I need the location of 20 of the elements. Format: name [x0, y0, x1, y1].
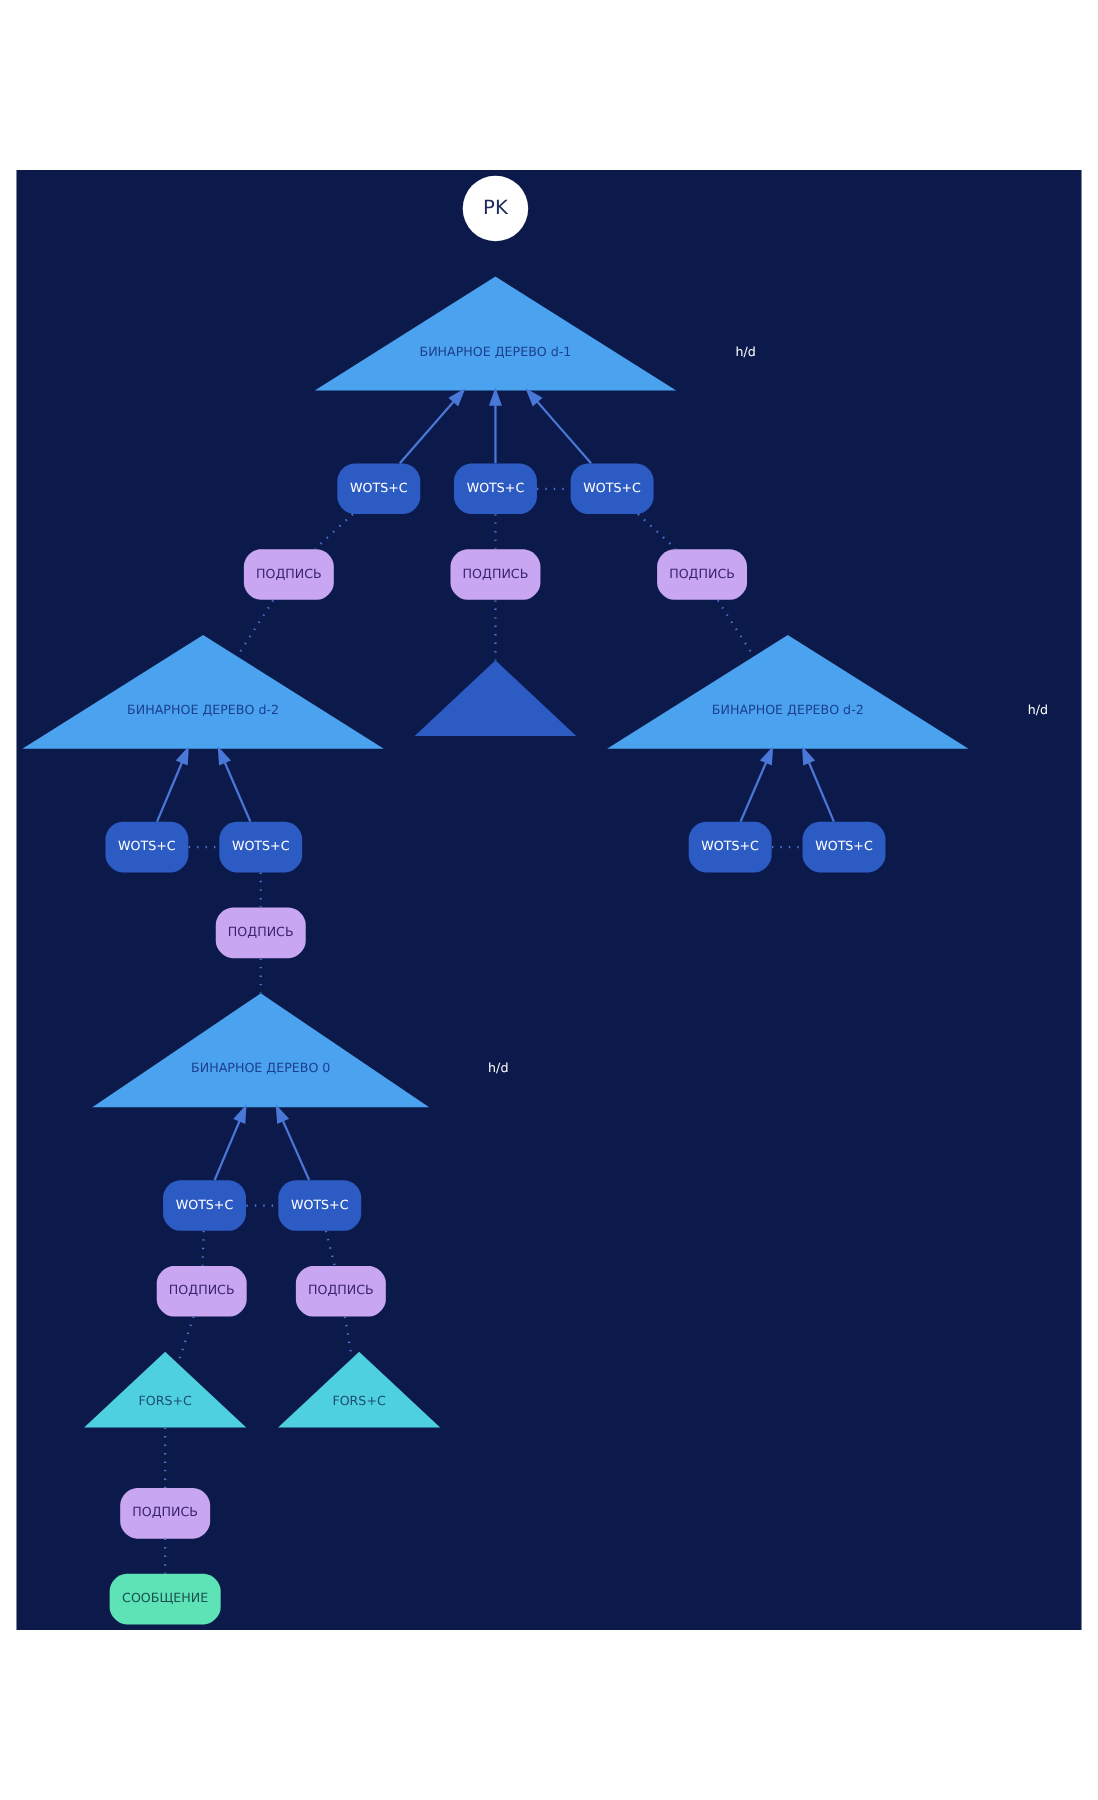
arrow	[156, 745, 189, 823]
connector	[201, 1230, 205, 1266]
arrow	[488, 387, 502, 464]
connector	[236, 599, 275, 657]
arrow	[802, 745, 835, 823]
connector	[494, 600, 497, 661]
arrow	[739, 745, 774, 823]
node-circle: PK	[462, 175, 529, 242]
node-triangle	[414, 660, 577, 737]
arrow	[399, 388, 466, 464]
arrow	[525, 388, 592, 464]
connector	[176, 1316, 195, 1364]
connector	[314, 513, 354, 550]
connector	[259, 958, 262, 994]
connector	[716, 599, 755, 657]
connector	[637, 513, 677, 550]
arrow	[275, 1104, 311, 1181]
arrow	[217, 745, 252, 823]
connector	[324, 1230, 336, 1266]
arrow	[213, 1104, 247, 1181]
